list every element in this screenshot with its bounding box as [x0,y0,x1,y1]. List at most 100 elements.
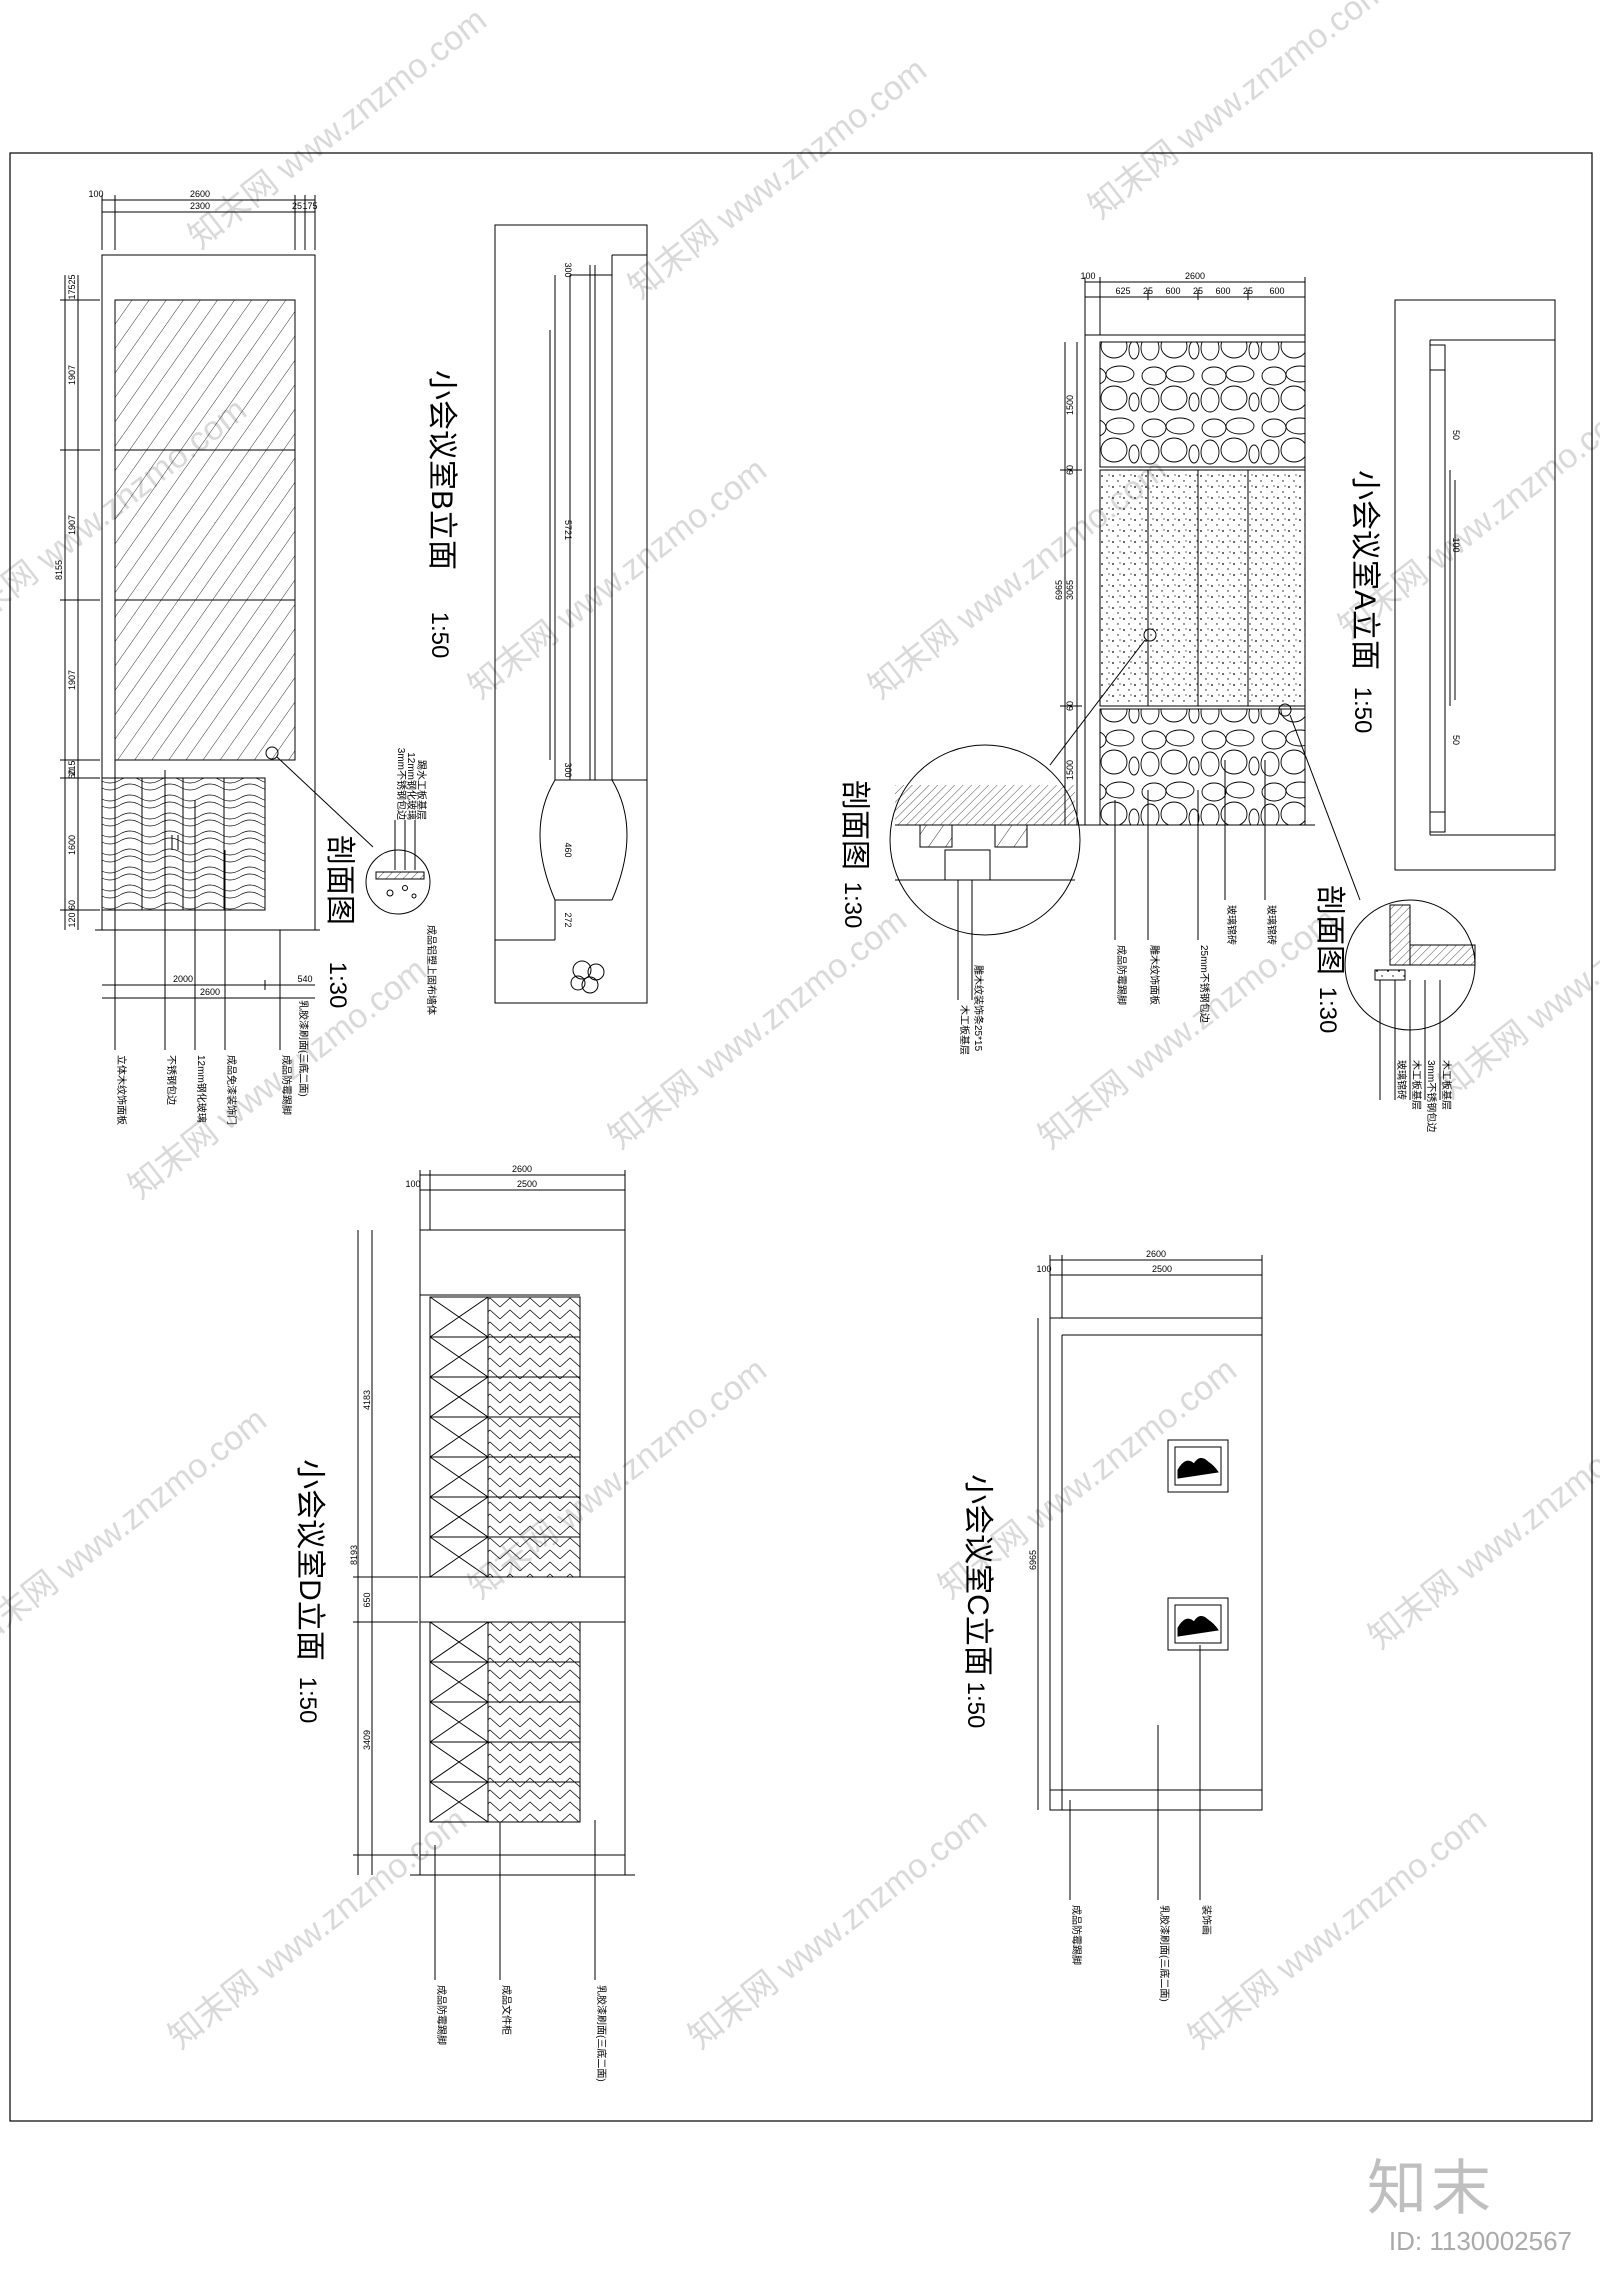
b-section-dim: 5721 [563,520,573,540]
b-left-dim: 60 [67,769,77,779]
watermark-text: 知末网 www.znzmo.com [682,1801,994,2057]
b-top-dim: 100 [88,189,103,199]
terrazzo-panel [1099,469,1306,707]
b-left-dim: 1907 [67,670,77,690]
a-section-dim: 50 [1451,430,1461,440]
c-elevation-scale: 1:50 [962,1682,989,1729]
b-left-dim: 17525 [67,274,77,299]
elevation-c [1037,1255,1263,1900]
watermark-text: 知末网 www.znzmo.com [182,1,494,257]
b-left-dim: 215 [67,760,77,775]
b-callout: 成品防霉踢脚 [280,1055,293,1115]
b-callout: 不锈钢包边 [165,1055,178,1105]
shelf-cell [429,1416,489,1458]
a-left-dim: 1500 [1065,395,1075,415]
a-detail-right-callout: 木工板基层 [1410,1060,1423,1110]
c-left-dim: 6965 [1028,1550,1038,1570]
b-section-dim: 460 [563,842,573,857]
a-elevation-scale: 1:50 [1349,687,1376,734]
glass-panel [114,299,296,761]
b-left-dim: 1907 [67,365,77,385]
shelf-cell [429,1376,489,1418]
a-top-dim: 625 [1115,286,1130,296]
a-detail-right-callout: 木工板基层 [1440,1060,1453,1110]
a-callout: 25mm不锈钢包边 [1198,945,1211,1023]
a-section-dim: 50 [1451,735,1461,745]
b-detail-note: 3mm不锈钢包边 [395,748,408,820]
a-elevation-title: 小会议室A立面 [1348,470,1381,670]
c-top-dim: 2500 [1152,1264,1172,1274]
watermark-text: 知末网 www.znzmo.com [602,901,914,1157]
b-callout: 立体木纹饰面板 [115,1055,128,1125]
c-top-dim: 100 [1036,1264,1051,1274]
a-detail-right-callout: 玻璃锦砖 [1395,1060,1408,1100]
a-top-dim: 600 [1165,286,1180,296]
a-section-scale-right: 1:30 [1314,987,1341,1034]
c-top-dim: 2600 [1146,1249,1166,1259]
b-section-dim: 300 [563,762,573,777]
b-bottom-dim: 540 [297,974,312,984]
a-section-scale-left: 1:30 [839,882,866,929]
a-left-dim: 60 [1065,701,1075,711]
b-section-title: 剖面图 [323,835,356,925]
shelf-cell [429,1336,489,1378]
watermark-text: 知末网 www.znzmo.com [1182,1801,1494,2057]
a-left-dim: 6965 [1054,580,1064,600]
d-left-dim: 650 [362,1592,372,1607]
b-left-dim: 1600 [67,835,77,855]
watermark-text: 知末网 www.znzmo.com [1032,901,1344,1157]
a-callout: 玻璃锦砖 [1265,905,1278,945]
a-top-dim: 25 [1193,286,1203,296]
b-bottom-dim: 2000 [173,974,193,984]
c-callout: 成品防霉踢脚 [1070,1905,1083,1965]
watermark-text: 知末网 www.znzmo.com [1362,1401,1600,1657]
d-top-dim: 2600 [512,1164,532,1174]
b-left-dim: 1907 [67,515,77,535]
watermark-text: 知末网 www.znzmo.com [162,1801,474,2057]
b-section-callout: 成品铝塑上固布墙体 [425,925,438,1015]
a-detail-left-callout: 雕木纹装饰条25*15 [972,965,985,1052]
b-bottom-dim: 2600 [200,987,220,997]
a-section-title-right: 剖面图 [1313,885,1346,975]
elevation-a [889,277,1556,1100]
b-elevation-title: 小会议室B立面 [425,370,458,570]
b-top-dim: 2600 [190,189,210,199]
d-top-dim: 2500 [517,1179,537,1189]
b-detail-note: 12mm钢化玻璃 [405,752,418,820]
d-callout: 乳胶漆刷面(三底二面) [595,1985,608,2082]
b-elevation-scale: 1:50 [426,612,453,659]
elevation-d [353,1170,635,1980]
shelf-cell [429,1621,489,1663]
a-top-dim: 25 [1243,286,1253,296]
sheet-border [9,152,1593,2122]
a-left-dim: 60 [1065,465,1075,475]
d-callout: 成品文件柜 [500,1985,513,2035]
d-top-dim: 100 [405,1179,420,1189]
b-detail-note: 踢水工板基层 [415,760,428,820]
a-left-dim: 3065 [1065,580,1075,600]
stone-panel-top [1099,341,1306,468]
a-top-dim: 2600 [1185,271,1205,281]
b-left-dim: 120 [67,912,77,927]
b-callout: 12mm钢化玻璃 [195,1055,208,1123]
a-callout: 玻璃锦砖 [1225,905,1238,945]
watermark-text: 知末网 www.znzmo.com [622,51,934,307]
shelf-cell [429,1741,489,1783]
b-section-scale: 1:30 [324,962,351,1009]
detail-b-circle [365,849,431,915]
b-detail-paint-note: 乳胶漆刷面(三底二面) [297,1000,310,1097]
b-top-dim: 175 [302,201,317,211]
shelf-cell [429,1661,489,1703]
b-left-dim: 8155 [54,560,64,580]
d-elevation-title: 小会议室D立面 [293,1459,326,1661]
d-left-dim: 4183 [362,1390,372,1410]
a-detail-left-callout: 木工板基层 [958,1005,971,1055]
shelf-cell [429,1701,489,1743]
shelf-cell [429,1536,489,1578]
stone-panel-bottom [1099,708,1306,826]
a-detail-right-callout: 3mm不锈钢包边 [1425,1060,1438,1132]
shelf-cell [429,1296,489,1338]
shelf-cell [429,1456,489,1498]
image-id: ID: 1130002567 [1388,2226,1572,2256]
